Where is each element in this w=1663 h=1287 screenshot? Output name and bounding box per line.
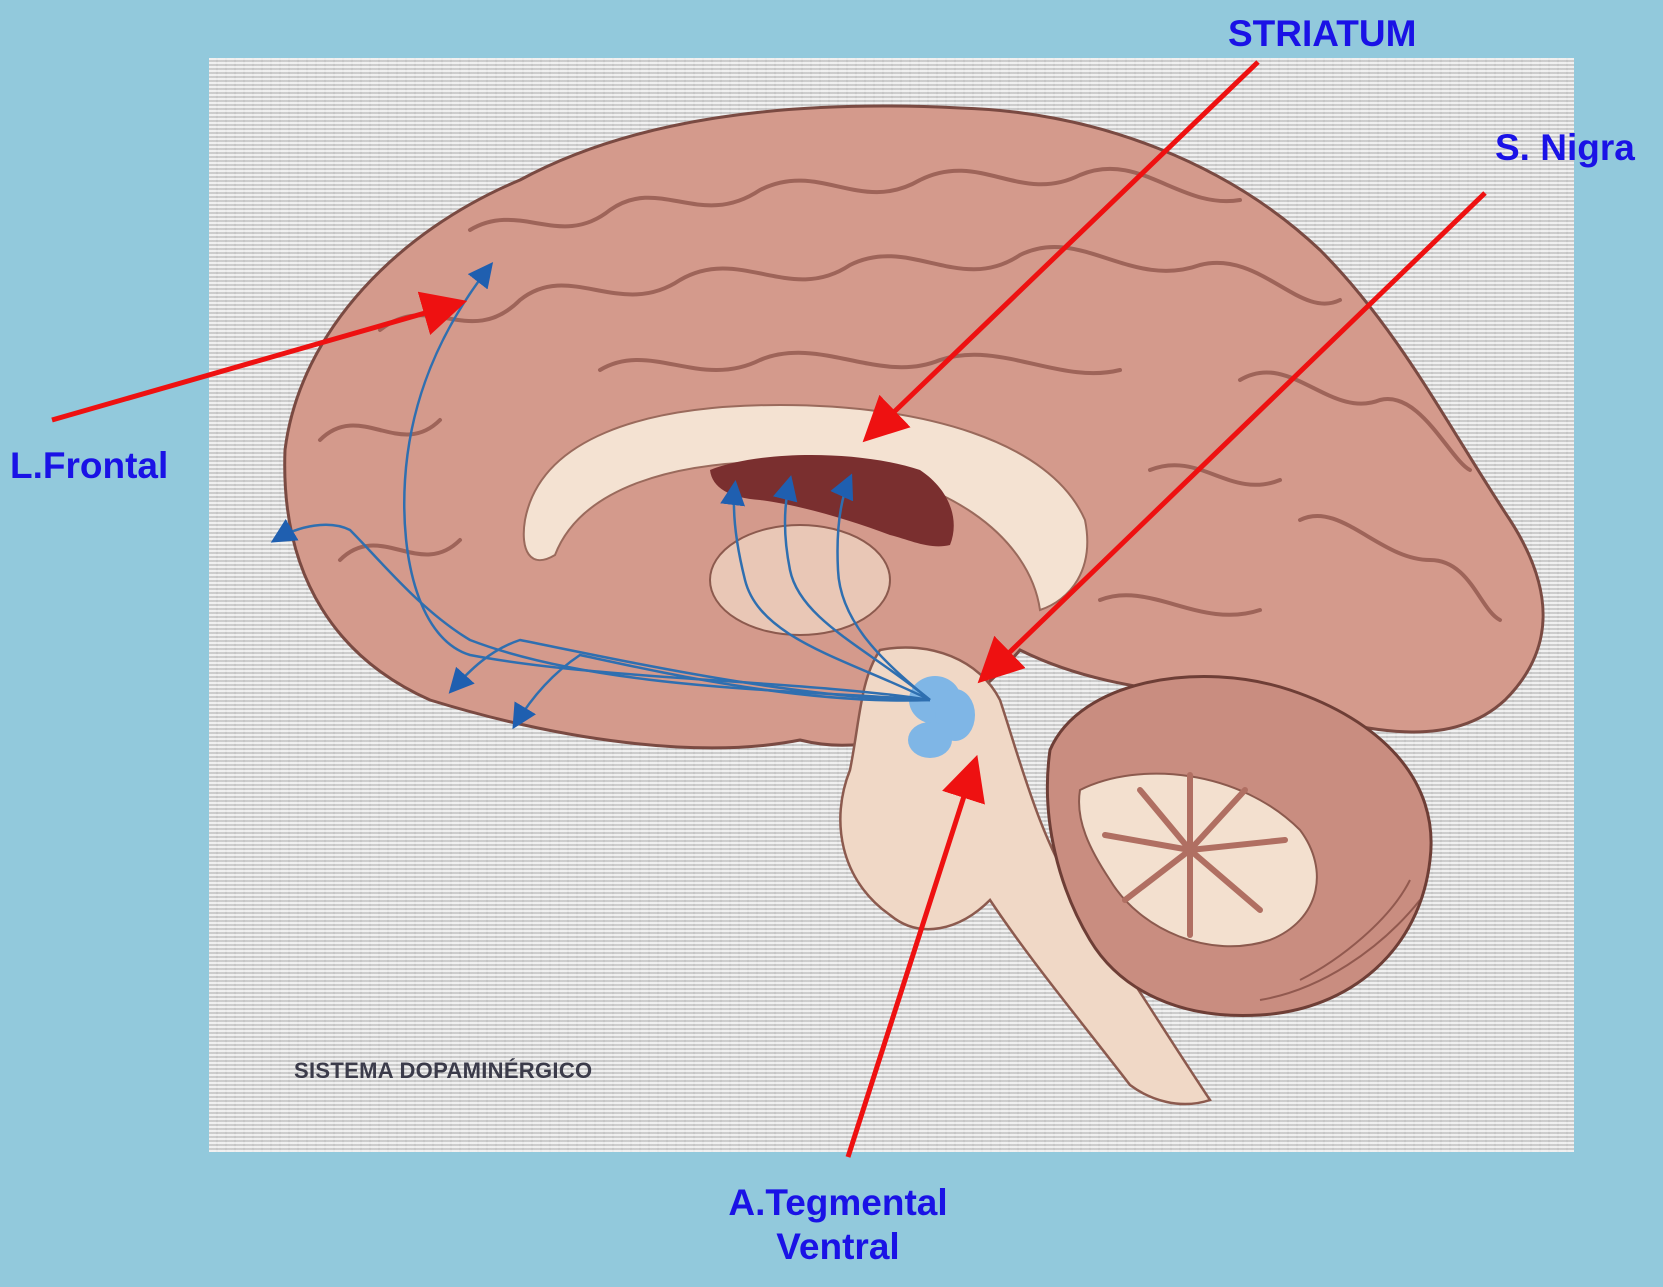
label-l-frontal: L.Frontal xyxy=(10,444,168,488)
label-a-tegmental: A.Tegmental Ventral xyxy=(698,1181,978,1270)
label-a-tegmental-line2: Ventral xyxy=(698,1225,978,1269)
label-a-tegmental-line1: A.Tegmental xyxy=(698,1181,978,1225)
diagram-caption: SISTEMA DOPAMINÉRGICO xyxy=(294,1058,592,1084)
label-striatum: STRIATUM xyxy=(1228,12,1416,56)
label-s-nigra: S. Nigra xyxy=(1495,126,1635,170)
